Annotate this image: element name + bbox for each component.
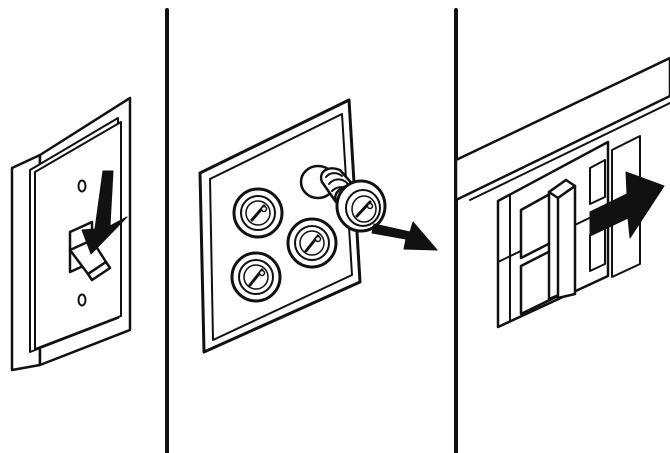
breaker-switch-icon [519,178,577,316]
removed-fuse-icon [319,167,387,233]
fuse-icon [230,251,282,303]
panel-light-switch [10,96,132,372]
arrow-right-icon [589,171,665,239]
panel-breaker [454,56,670,329]
screw-hole-icon [77,179,87,193]
fuse-icon [286,217,338,269]
arrow-out-icon [371,221,438,251]
fuse-icon [232,187,284,239]
screw-hole-icon [77,293,87,307]
breaker-panel-frame [454,56,670,202]
arrow-down-icon [81,170,128,255]
panel-fuse-box [198,98,438,354]
